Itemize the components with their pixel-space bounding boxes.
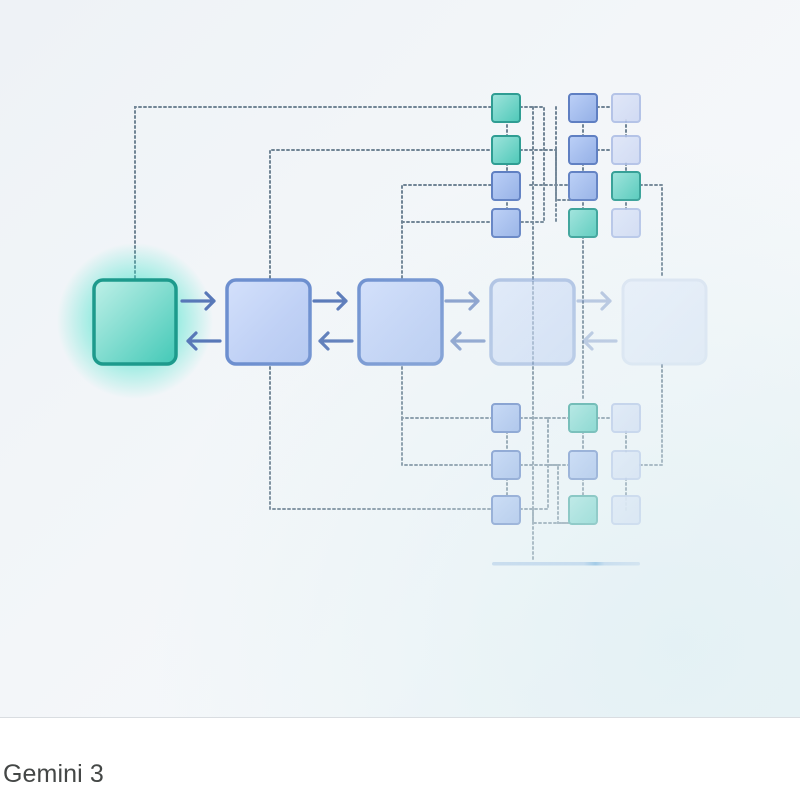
upper-node-grid (491, 93, 641, 238)
upper-grid-node-r3-c2 (568, 171, 598, 201)
dotted-connectors (134, 106, 663, 561)
upper-grid-node-r2-c2 (568, 135, 598, 165)
lower-grid-node-r2-c3 (611, 450, 641, 480)
lower-grid-node-r1-c3 (611, 403, 641, 433)
upper-grid-node-r4-c3 (611, 208, 641, 238)
upper-grid-node-r1-c2 (568, 93, 598, 123)
stage-node-5 (621, 278, 708, 366)
caption-title: Gemini 3 (3, 760, 104, 788)
start-node (92, 278, 178, 366)
lower-grid-node-r2-c1 (491, 450, 521, 480)
lower-grid-node-r1-c2 (568, 403, 598, 433)
upper-grid-node-r4-c1 (491, 208, 521, 238)
upper-grid-node-r2-c1 (491, 135, 521, 165)
stage-node-2 (225, 278, 312, 366)
arrow-pair-1 (180, 291, 222, 351)
lower-grid-node-r3-c2 (568, 495, 598, 525)
lower-grid-node-r3-c3 (611, 495, 641, 525)
upper-grid-node-r4-c2 (568, 208, 598, 238)
divider (0, 717, 800, 718)
upper-grid-node-r1-c3 (611, 93, 641, 123)
stage-node-4 (489, 278, 576, 366)
arrow-pair-2 (312, 291, 354, 351)
pipeline-diagram (57, 93, 708, 566)
upper-grid-node-r3-c3 (611, 171, 641, 201)
lower-grid-node-r2-c2 (568, 450, 598, 480)
lower-grid-node-r3-c1 (491, 495, 521, 525)
bidirectional-arrows (180, 291, 618, 351)
progress-track (492, 562, 640, 566)
upper-grid-node-r1-c1 (491, 93, 521, 123)
hero-illustration (0, 0, 800, 717)
upper-grid-node-r2-c3 (611, 135, 641, 165)
arrow-pair-3 (444, 291, 486, 351)
main-nodes (92, 278, 708, 366)
lower-grid-node-r1-c1 (491, 403, 521, 433)
lower-node-grid (491, 403, 641, 525)
stage-node-3 (357, 278, 444, 366)
upper-grid-node-r3-c1 (491, 171, 521, 201)
arrow-pair-4 (576, 291, 618, 351)
